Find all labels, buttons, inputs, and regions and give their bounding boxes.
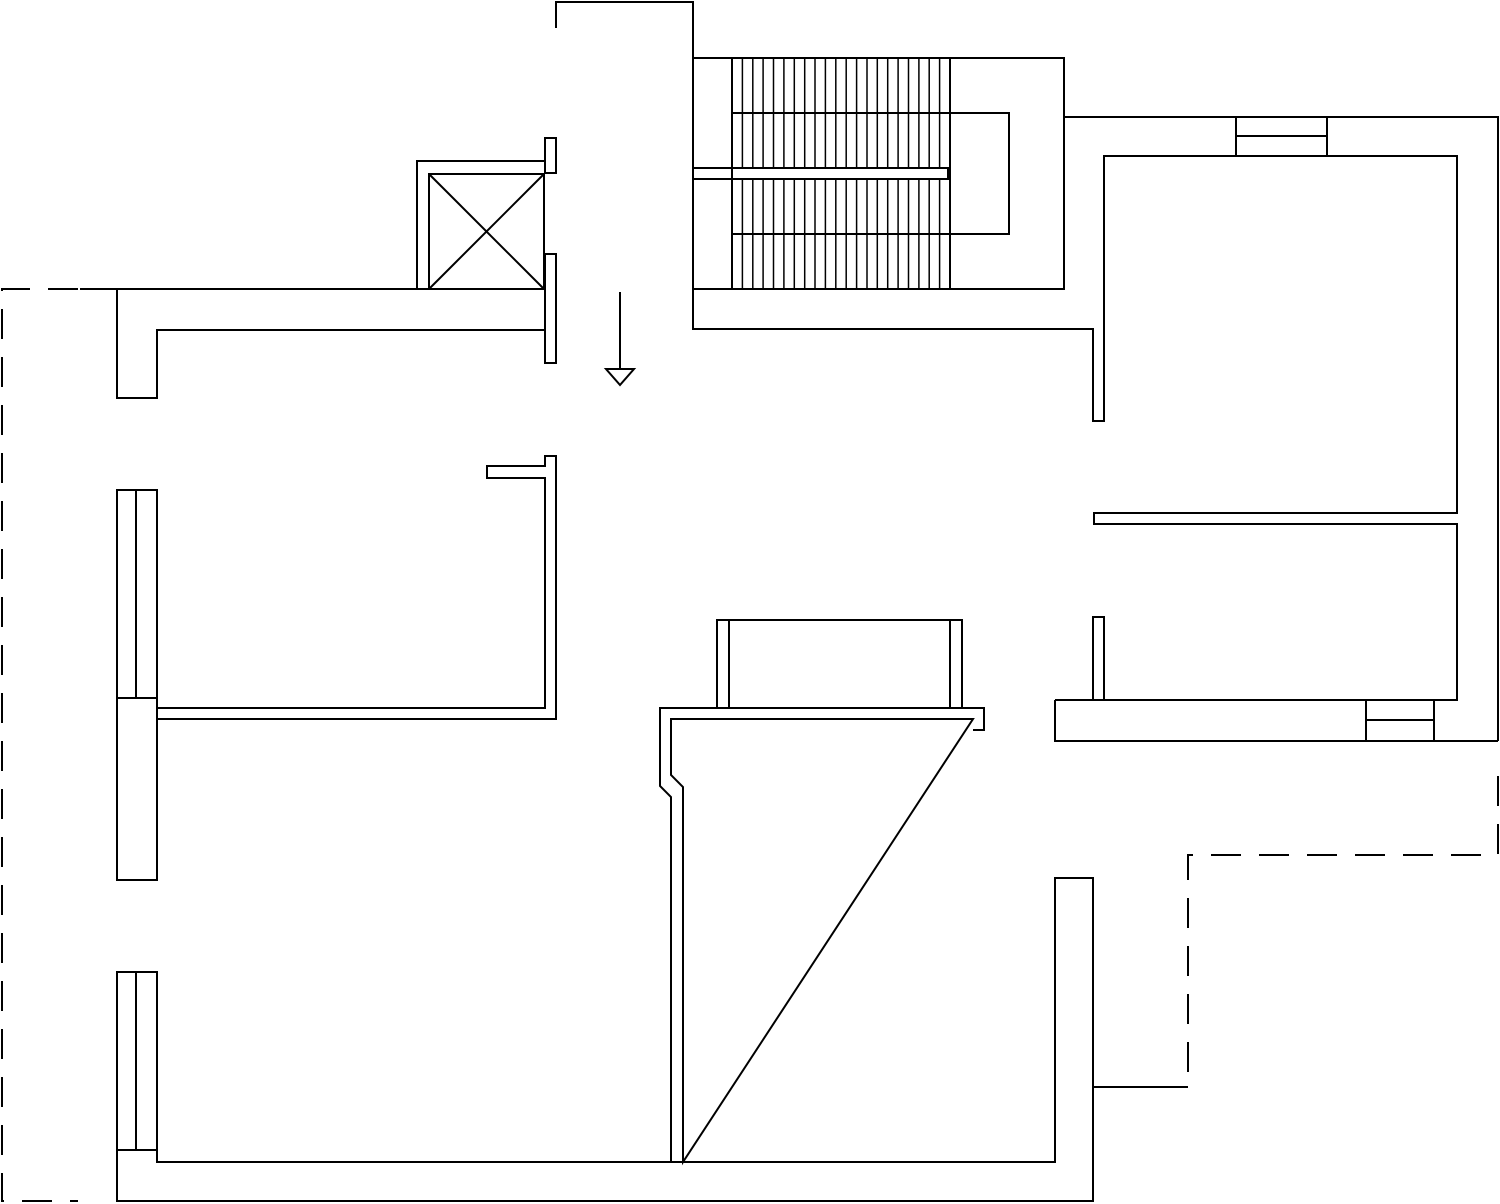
southeast-balcony-outline bbox=[1187, 776, 1499, 1087]
east-room-south-wall bbox=[1054, 699, 1498, 742]
corridor-entrance-walls bbox=[555, 1, 1105, 422]
west-balcony-outline bbox=[1, 288, 78, 1202]
northeast-inner-wall bbox=[1093, 155, 1458, 701]
central-partition-wall bbox=[659, 707, 985, 1166]
east-window bbox=[1365, 699, 1435, 742]
north-wall-west bbox=[80, 288, 546, 399]
elevator-shaft-icon bbox=[428, 173, 545, 290]
door-jamb-upper bbox=[544, 137, 557, 174]
west-wall-pier bbox=[116, 697, 158, 881]
stair-treads-lower-flight bbox=[741, 179, 941, 289]
door-jamb-lower bbox=[544, 253, 557, 364]
west-window-lower bbox=[116, 971, 158, 1151]
west-window-upper bbox=[116, 489, 158, 699]
south-wall bbox=[116, 877, 1094, 1202]
northeast-outer-wall bbox=[1327, 116, 1499, 741]
stairwell bbox=[692, 57, 1236, 290]
stair-treads-upper-flight bbox=[741, 58, 941, 168]
elevator-shaft bbox=[416, 160, 545, 290]
central-bay-window bbox=[716, 619, 963, 709]
east-room-jamb bbox=[1092, 616, 1105, 700]
northwest-room-wall bbox=[156, 455, 557, 720]
north-window bbox=[1235, 116, 1328, 157]
entrance-arrow-icon bbox=[603, 292, 637, 387]
